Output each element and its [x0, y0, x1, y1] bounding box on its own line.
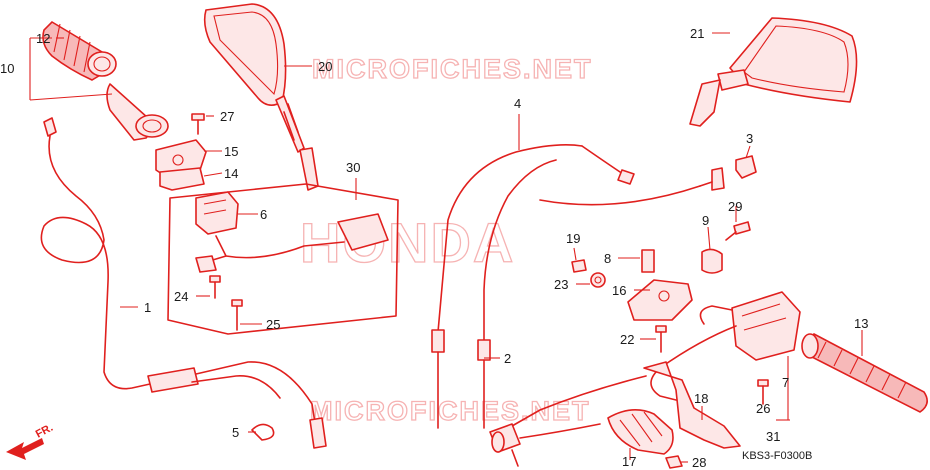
left-handlebar-switch [167, 183, 399, 335]
callout-25: 25 [266, 317, 280, 332]
callout-16: 16 [612, 283, 626, 298]
callout-29: 29 [728, 199, 742, 214]
front-direction-arrow: FR. [6, 422, 55, 460]
mirror-right [689, 17, 858, 127]
callout-2: 2 [504, 351, 511, 366]
mirror-left [203, 3, 319, 191]
callout-28: 28 [692, 455, 706, 470]
watermark-bottom: MICROFICHES.NET [310, 396, 591, 426]
callout-24: 24 [174, 289, 188, 304]
throttle-housing [155, 139, 207, 191]
callout-3: 3 [746, 131, 753, 146]
callout-15: 15 [224, 144, 238, 159]
leader-lines [29, 32, 863, 463]
callout-1: 1 [144, 300, 151, 315]
throttle-grip-assembly [42, 20, 169, 141]
callout-30: 30 [346, 160, 360, 175]
callout-21: 21 [690, 26, 704, 41]
callout-18: 18 [694, 391, 708, 406]
right-handlebar-switch [699, 291, 801, 405]
small-parts-right [571, 155, 757, 353]
callout-26: 26 [756, 401, 770, 416]
throttle-cable [40, 117, 327, 449]
callout-23: 23 [554, 277, 568, 292]
callout-4: 4 [514, 96, 521, 111]
cable-clip-5 [251, 423, 275, 441]
callout-7: 7 [782, 375, 789, 390]
callout-9: 9 [702, 213, 709, 228]
bolt-27 [191, 113, 205, 135]
callout-10: 10 [0, 61, 14, 76]
callout-12: 12 [36, 31, 50, 46]
callout-27: 27 [220, 109, 234, 124]
callout-6: 6 [260, 207, 267, 222]
screw-25 [231, 299, 243, 331]
callout-20: 20 [318, 59, 332, 74]
right-grip [801, 333, 928, 413]
callout-19: 19 [566, 231, 580, 246]
callout-labels: 10 12 27 15 14 6 20 30 1 24 25 5 4 2 21 … [0, 26, 868, 470]
callout-5: 5 [232, 425, 239, 440]
callout-17: 17 [622, 454, 636, 469]
watermark-top: MICROFICHES.NET [312, 54, 593, 84]
callout-14: 14 [224, 166, 238, 181]
callout-8: 8 [604, 251, 611, 266]
diagram-code: KBS3-F0300B [742, 450, 812, 462]
direction-label: FR. [34, 422, 55, 441]
brake-lever [489, 325, 741, 469]
callout-31: 31 [766, 429, 780, 444]
callout-22: 22 [620, 332, 634, 347]
callout-13: 13 [854, 316, 868, 331]
clutch-cable [431, 144, 701, 429]
screw-24 [209, 275, 221, 299]
